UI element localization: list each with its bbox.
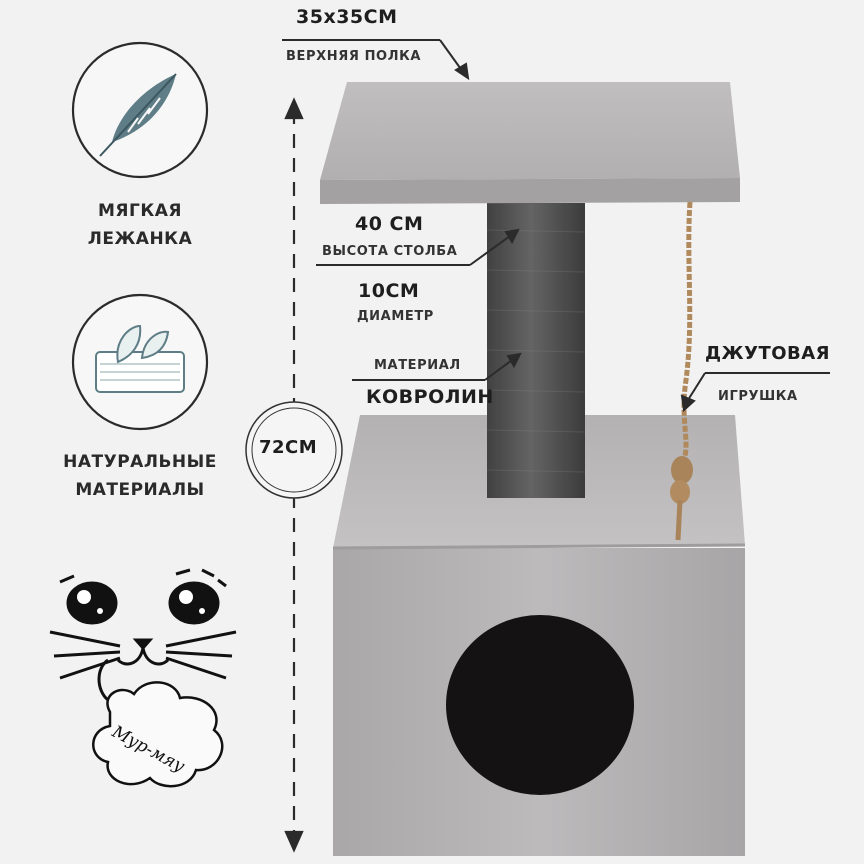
scratching-post — [487, 203, 585, 498]
post-diameter-value: 10CM — [358, 280, 420, 302]
cat-logo-drawing — [49, 568, 237, 788]
toy-leader-arrow — [680, 372, 830, 412]
shelf-leader-arrow — [282, 39, 470, 81]
leaf-mattress-icon — [95, 324, 185, 393]
top-shelf — [320, 82, 740, 204]
jute-rope-toy — [670, 201, 693, 541]
total-height-value: 72CM — [259, 437, 318, 458]
speech-cloud — [92, 681, 224, 788]
feather-icon — [99, 73, 177, 157]
top-shelf-caption: ВЕРХНЯЯ ПОЛКА — [286, 49, 421, 64]
post-leader-arrow — [316, 228, 520, 266]
box-entrance-hole — [446, 615, 634, 795]
feature-natural-line2: МАТЕРИАЛЫ — [75, 480, 205, 500]
toy-subtitle: ИГРУШКА — [718, 389, 798, 404]
top-shelf-size: 35x35CM — [296, 6, 398, 28]
feature-natural-materials: НАТУРАЛЬНЫЕ МАТЕРИАЛЫ — [40, 448, 240, 504]
feature-soft-bed-line1: МЯГКАЯ — [98, 201, 182, 221]
post-height-value: 40 CM — [355, 213, 424, 235]
post-material-value: КОВРОЛИН — [366, 386, 494, 408]
toy-title: ДЖУТОВАЯ — [705, 343, 831, 364]
feature-soft-bed: МЯГКАЯ ЛЕЖАНКА — [40, 197, 240, 253]
post-material-caption: МАТЕРИАЛ — [374, 358, 461, 373]
base-box — [332, 415, 746, 856]
feature-natural-line1: НАТУРАЛЬНЫЕ — [63, 452, 217, 472]
post-height-caption: ВЫСОТА СТОЛБА — [322, 244, 458, 259]
feature-soft-bed-line2: ЛЕЖАНКА — [87, 229, 193, 249]
material-leader-arrow — [352, 352, 522, 381]
post-diameter-caption: ДИАМЕТР — [357, 309, 434, 324]
